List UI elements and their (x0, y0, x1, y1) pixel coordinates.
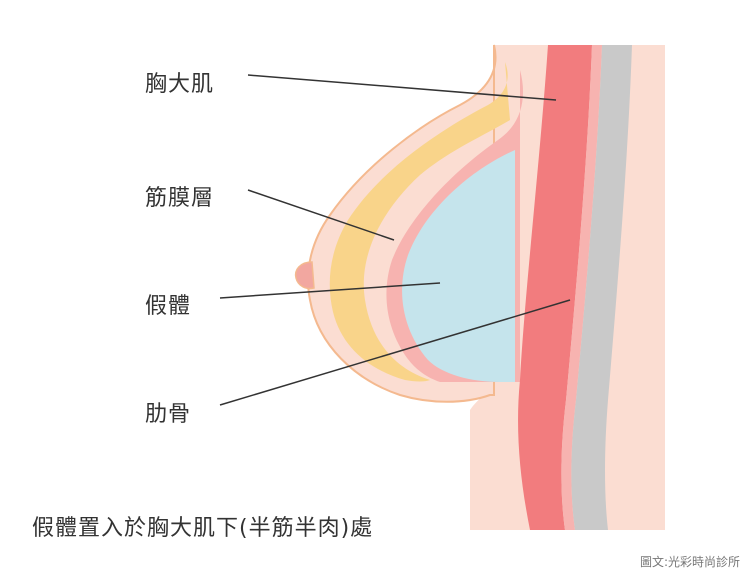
pectoralis-label: 胸大肌 (145, 72, 215, 97)
fascia-label: 筋膜層 (145, 186, 215, 211)
fascia-leader-line (247, 189, 395, 241)
image-credit: 圖文:光彩時尚診所 (639, 555, 740, 569)
muscle-inner-band (561, 45, 602, 530)
rib-leader-line (219, 299, 571, 406)
rib-label: 肋骨 (145, 402, 192, 427)
implant-leader-line (219, 282, 441, 299)
implant-label: 假體 (145, 294, 192, 319)
nipple (294, 261, 315, 290)
rib (571, 45, 632, 530)
implant (402, 150, 515, 382)
pectoralis-leader-line (247, 74, 557, 101)
fat-layer (329, 62, 510, 382)
diagram-caption: 假體置入於胸大肌下(半筋半肉)處 (32, 516, 374, 541)
pectoralis-muscle (518, 45, 592, 530)
